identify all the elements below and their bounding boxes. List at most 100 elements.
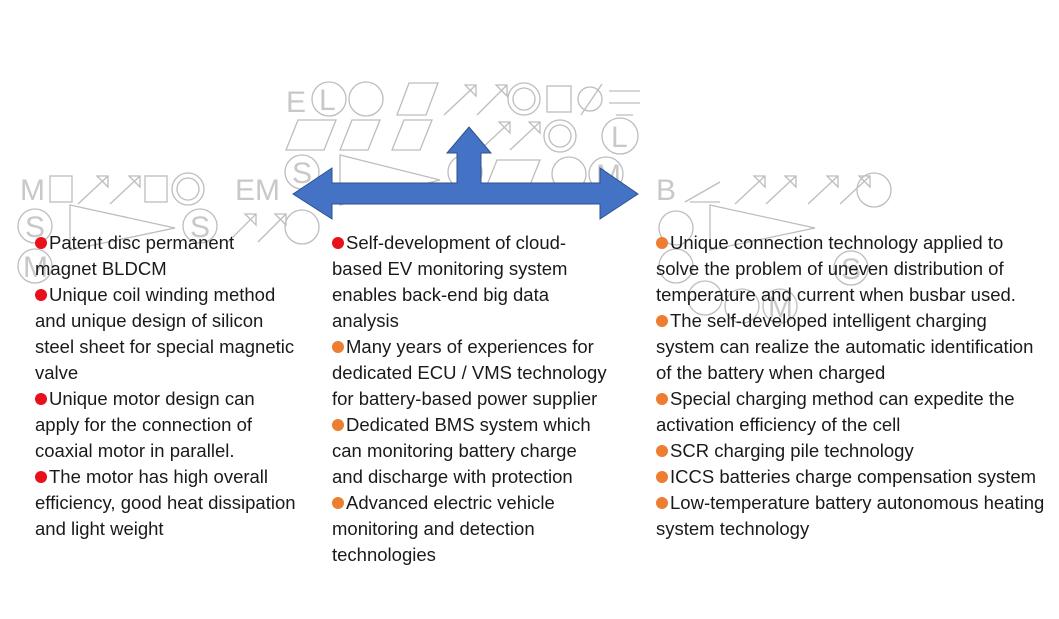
glyph-parallelogram — [285, 119, 337, 151]
glyph-ring-outer — [507, 82, 541, 116]
ev-monitoring-column: Self-development of cloud-based EV monit… — [332, 230, 612, 568]
list-item-text: The self-developed intelligent charging … — [656, 310, 1034, 383]
bullet-red-dot — [35, 237, 47, 249]
list-item: Self-development of cloud-based EV monit… — [332, 230, 612, 334]
glyph-diagonal — [227, 213, 257, 243]
glyph-square — [546, 85, 572, 113]
list-item: The motor has high overall efficiency, g… — [35, 464, 300, 542]
glyph-arrowhead — [494, 84, 508, 98]
list-item-text: Advanced electric vehicle monitoring and… — [332, 492, 555, 565]
list-item: Unique motor design can apply for the co… — [35, 386, 300, 464]
glyph-ring-inner — [176, 177, 200, 201]
glyph-arrowhead — [95, 175, 109, 189]
glyph-circle — [17, 248, 53, 284]
bullet-orange-dot — [656, 445, 668, 457]
bullet-red-dot — [35, 393, 47, 405]
list-item-text: Many years of experiences for dedicated … — [332, 336, 607, 409]
glyph-diagonal — [684, 181, 721, 203]
list-item-text: Low-temperature battery autonomous heati… — [656, 492, 1045, 539]
glyph-circle — [601, 117, 639, 155]
bullet-red-dot — [332, 237, 344, 249]
glyph-watermark-left: M EM S S M — [17, 172, 320, 284]
glyph-circle — [687, 280, 723, 316]
glyph-arrowhead — [825, 175, 839, 189]
glyph-ring-inner — [512, 87, 536, 111]
glyph-letter-e: E — [286, 86, 306, 119]
glyph-circle — [311, 81, 347, 117]
glyph-circle — [833, 250, 869, 286]
glyph-diagonal — [476, 84, 508, 116]
glyph-letter-s: S — [841, 253, 861, 286]
bullet-orange-dot — [656, 393, 668, 405]
bullet-orange-dot — [656, 315, 668, 327]
glyph-ring-inner — [548, 124, 572, 148]
glyph-triangle — [709, 204, 816, 251]
glyph-letter-b: B — [656, 174, 676, 207]
list-item-text: SCR charging pile technology — [670, 440, 914, 461]
battery-charging-column: Unique connection technology applied to … — [656, 230, 1046, 542]
list-item: Special charging method can expedite the… — [656, 386, 1046, 438]
list-item-text: The motor has high overall efficiency, g… — [35, 466, 296, 539]
list-item-text: ICCS batteries charge compensation syste… — [670, 466, 1037, 487]
list-item: Unique coil winding method and unique de… — [35, 282, 300, 386]
glyph-arrowhead — [273, 213, 287, 227]
bullet-red-dot — [35, 289, 47, 301]
glyph-letter-s: S — [190, 211, 210, 244]
glyph-circle — [762, 288, 798, 324]
glyph-letter-s: S — [292, 157, 312, 190]
glyph-null-circle — [577, 86, 603, 112]
glyph-circle — [284, 209, 320, 245]
glyph-square — [49, 175, 73, 203]
glyph-arrowhead — [497, 121, 511, 135]
glyph-circle — [724, 288, 760, 324]
list-item: Advanced electric vehicle monitoring and… — [332, 490, 612, 568]
glyph-circle — [856, 172, 892, 208]
glyph-diagonal — [839, 175, 871, 205]
glyph-arrowhead — [463, 84, 477, 98]
bullet-orange-dot — [656, 497, 668, 509]
glyph-arrowhead — [243, 213, 257, 227]
glyph-circle — [182, 208, 218, 244]
glyph-arrowhead — [127, 175, 141, 189]
glyph-letter-l: L — [319, 84, 336, 117]
glyph-ring-outer — [543, 119, 577, 153]
glyph-letter-m: M — [768, 291, 793, 324]
list-item-text: Unique motor design can apply for the co… — [35, 388, 255, 461]
glyph-circle — [658, 210, 694, 246]
list-item: The self-developed intelligent charging … — [656, 308, 1046, 386]
glyph-diagonal — [443, 84, 477, 116]
glyph-diagonal — [77, 175, 109, 205]
glyph-parallelogram — [396, 82, 439, 116]
bullet-orange-dot — [332, 341, 344, 353]
list-item: Low-temperature battery autonomous heati… — [656, 490, 1046, 542]
glyph-diagonal — [765, 175, 797, 205]
list-item-text: Patent disc permanent magnet BLDCM — [35, 232, 235, 279]
glyph-arrowhead — [527, 121, 541, 135]
list-item: ICCS batteries charge compensation syste… — [656, 464, 1046, 490]
glyph-arrowhead — [783, 175, 797, 189]
list-item: Unique connection technology applied to … — [656, 230, 1046, 308]
list-item-text: Unique connection technology applied to … — [656, 232, 1016, 305]
glyph-letter-s: S — [25, 211, 45, 244]
glyph-ring-outer — [171, 172, 205, 206]
glyph-triangle — [69, 204, 176, 251]
list-item-text: Self-development of cloud-based EV monit… — [332, 232, 568, 331]
list-item: Patent disc permanent magnet BLDCM — [35, 230, 300, 282]
bullet-orange-dot — [656, 237, 668, 249]
glyph-arrowhead — [752, 175, 766, 189]
glyph-letters-em: EM — [235, 174, 280, 207]
bullet-red-dot — [35, 471, 47, 483]
bullet-orange-dot — [332, 419, 344, 431]
glyph-letter-l: L — [611, 121, 628, 154]
glyph-circle — [658, 248, 694, 284]
glyph-circle — [348, 81, 384, 117]
glyph-diagonal — [109, 175, 141, 205]
list-item-text: Special charging method can expedite the… — [656, 388, 1015, 435]
bullet-orange-dot — [656, 471, 668, 483]
glyph-parallelogram — [391, 119, 433, 151]
glyph-parallelogram — [339, 119, 381, 151]
list-item-text: Dedicated BMS system which can monitorin… — [332, 414, 591, 487]
glyph-watermark-right: B S M — [656, 172, 892, 324]
glyph-slash — [580, 83, 603, 116]
